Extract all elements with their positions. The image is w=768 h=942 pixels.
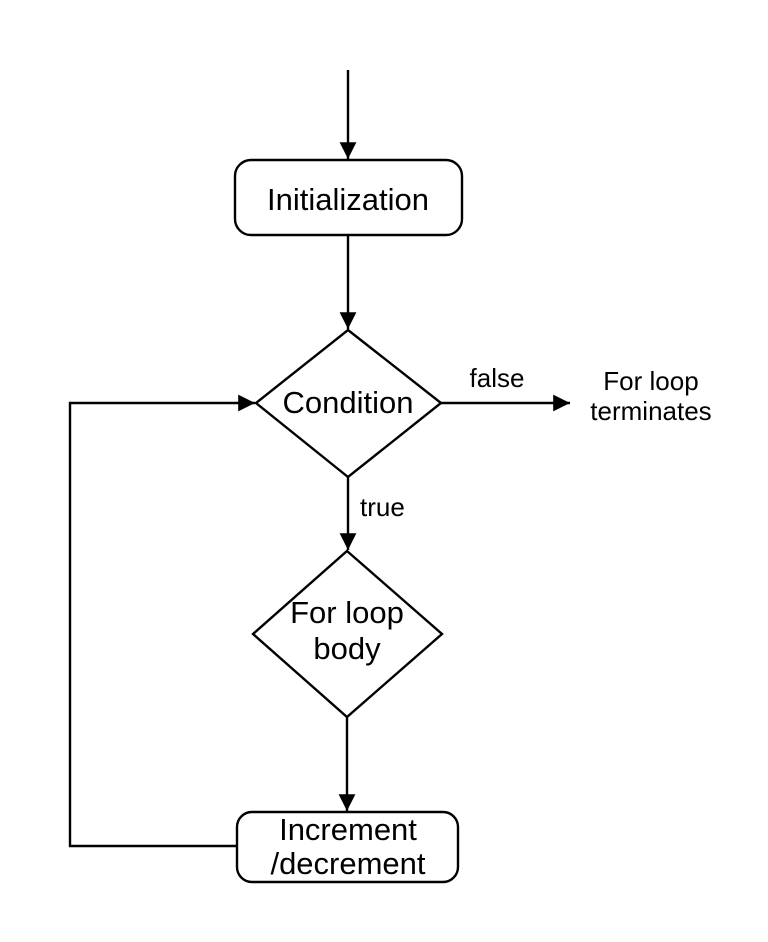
increment-decrement-label-line1: Increment bbox=[279, 812, 417, 847]
false-edge-label: false bbox=[470, 363, 525, 393]
condition-label: Condition bbox=[283, 385, 414, 420]
for-loop-body-label-line2: body bbox=[313, 631, 381, 666]
loop-back-edge bbox=[68, 394, 255, 848]
initialization-label: Initialization bbox=[267, 182, 429, 217]
increment-decrement-label-line2: /decrement bbox=[270, 846, 425, 881]
terminate-text-line1: For loop bbox=[603, 366, 698, 396]
for-loop-body-label-line1: For loop bbox=[290, 595, 404, 630]
true-edge-label: true bbox=[360, 492, 405, 522]
terminate-text-line2: terminates bbox=[590, 396, 711, 426]
